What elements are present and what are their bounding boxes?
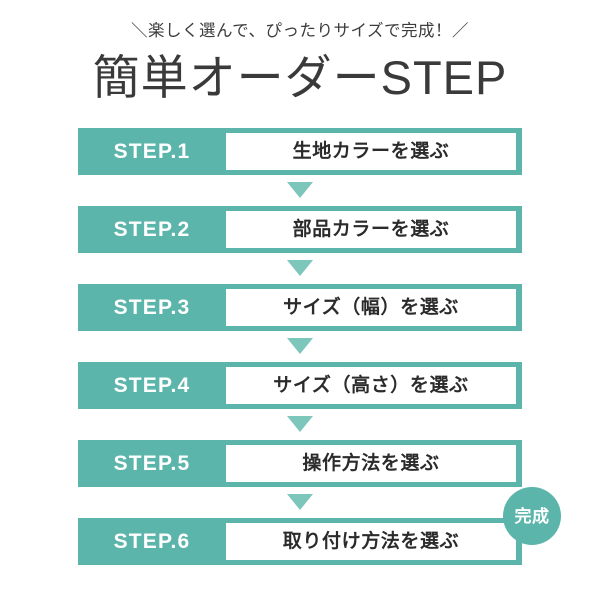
step-number-label: STEP.6 bbox=[113, 530, 191, 553]
step-description: 操作方法を選ぶ bbox=[226, 445, 516, 482]
step-row[interactable]: STEP.3 サイズ（幅）を選ぶ bbox=[78, 284, 522, 331]
step-number-label: STEP.5 bbox=[113, 452, 191, 475]
step-list: STEP.1 生地カラーを選ぶ STEP.2 部品カラーを選ぶ STEP.3 サ… bbox=[78, 128, 561, 565]
step-row[interactable]: STEP.4 サイズ（高さ）を選ぶ bbox=[78, 362, 522, 409]
step-connector bbox=[78, 253, 522, 284]
step-row[interactable]: STEP.2 部品カラーを選ぶ bbox=[78, 206, 522, 253]
step-description: 生地カラーを選ぶ bbox=[226, 133, 516, 170]
arrow-down-icon bbox=[287, 494, 313, 510]
header: ＼楽しく選んで、ぴったりサイズで完成！／ 簡単オーダーSTEP bbox=[0, 0, 600, 102]
step-number-label: STEP.1 bbox=[113, 140, 191, 163]
step-row[interactable]: STEP.1 生地カラーを選ぶ bbox=[78, 128, 522, 175]
step-description: サイズ（高さ）を選ぶ bbox=[226, 367, 516, 404]
step-connector bbox=[78, 487, 522, 518]
step-description: 取り付け方法を選ぶ bbox=[226, 523, 516, 560]
step-connector bbox=[78, 175, 522, 206]
page-title: 簡単オーダーSTEP bbox=[92, 50, 508, 104]
step-row[interactable]: 完成 STEP.6 取り付け方法を選ぶ bbox=[78, 487, 561, 565]
step-connector bbox=[78, 409, 522, 440]
step-description: サイズ（幅）を選ぶ bbox=[226, 289, 516, 326]
step-number-label: STEP.2 bbox=[113, 218, 191, 241]
header-subtitle: ＼楽しく選んで、ぴったりサイズで完成！／ bbox=[130, 22, 470, 40]
step-number-label: STEP.4 bbox=[113, 374, 191, 397]
completion-badge: 完成 bbox=[503, 487, 561, 545]
step-number-label: STEP.3 bbox=[113, 296, 191, 319]
step-row[interactable]: STEP.5 操作方法を選ぶ bbox=[78, 440, 522, 487]
step-description: 部品カラーを選ぶ bbox=[226, 211, 516, 248]
arrow-down-icon bbox=[287, 260, 313, 276]
step-connector bbox=[78, 331, 522, 362]
arrow-down-icon bbox=[287, 338, 313, 354]
arrow-down-icon bbox=[287, 182, 313, 198]
arrow-down-icon bbox=[287, 416, 313, 432]
